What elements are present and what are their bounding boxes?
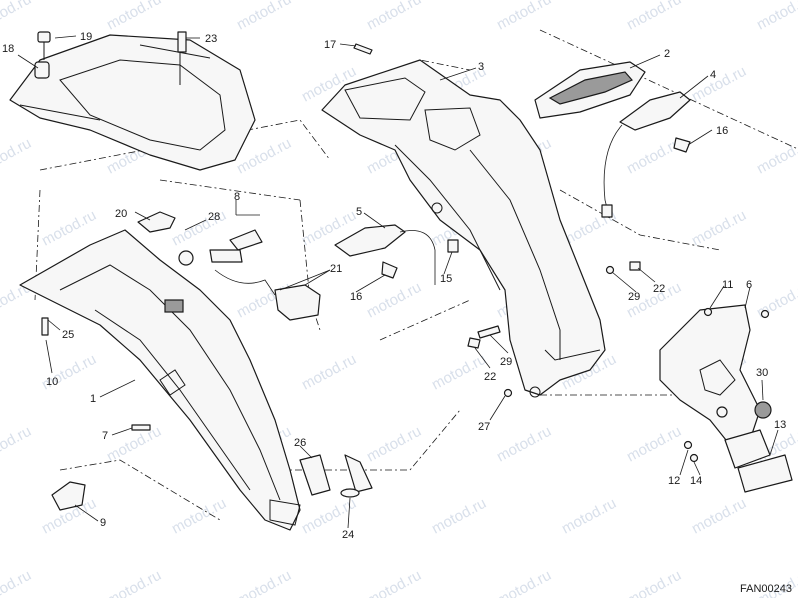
watermark-text: motod.ru [299, 351, 359, 394]
clips-26 [299, 454, 373, 498]
watermark-text: motod.ru [364, 567, 424, 598]
callout-23: 23 [205, 33, 217, 45]
watermark-text: motod.ru [169, 495, 229, 538]
watermark-text: motod.ru [429, 351, 489, 394]
watermark-text: motod.ru [624, 423, 684, 466]
callout-12: 12 [668, 475, 680, 487]
callout-29-center: 29 [500, 356, 512, 368]
callout-2: 2 [664, 48, 670, 60]
callout-19: 19 [80, 31, 92, 43]
drawing-code: FAN00243 [740, 583, 792, 595]
watermark-text: motod.ru [494, 567, 554, 598]
callout-11: 11 [722, 279, 733, 291]
watermark-text: motod.ru [364, 279, 424, 322]
callout-17: 17 [324, 39, 336, 51]
watermark-text: motod.ru [624, 567, 684, 598]
watermark-text: motod.ru [429, 495, 489, 538]
bracket-20 [137, 211, 176, 233]
watermark-text: motod.ru [234, 567, 294, 598]
rear-frame [321, 59, 606, 398]
callout-25: 25 [62, 329, 74, 341]
watermark-text: motod.ru [754, 0, 798, 34]
watermark-text: motod.ru [0, 423, 34, 466]
callout-15: 15 [440, 273, 452, 285]
callout-20: 20 [115, 208, 127, 220]
callout-26: 26 [294, 437, 306, 449]
watermark-text: motod.ru [0, 135, 34, 178]
watermark-text: motod.ru [494, 423, 554, 466]
watermark-text: motod.ru [754, 135, 798, 178]
callout-10: 10 [46, 376, 58, 388]
callout-8: 8 [234, 191, 240, 203]
callout-24: 24 [342, 529, 354, 541]
callout-28: 28 [208, 211, 220, 223]
callout-1: 1 [90, 393, 96, 405]
callout-13: 13 [774, 419, 786, 431]
callout-16-right: 16 [716, 125, 728, 137]
callout-4: 4 [710, 69, 716, 81]
watermark-text: motod.ru [234, 0, 294, 34]
callout-labels: 19 18 23 17 3 2 4 16 5 15 16 8 28 20 21 … [2, 31, 786, 541]
indicator-bulbs [381, 137, 691, 279]
watermark-text: motod.ru [104, 0, 164, 34]
watermark-text: motod.ru [364, 423, 424, 466]
cover-9 [51, 481, 86, 511]
callout-30: 30 [756, 367, 768, 379]
callout-27: 27 [478, 421, 490, 433]
watermark-text: motod.ru [689, 207, 749, 250]
callout-7: 7 [102, 430, 108, 442]
left-indicator [334, 224, 436, 285]
watermark-text: motod.ru [104, 567, 164, 598]
watermark-text: motod.ru [754, 279, 798, 322]
callout-6: 6 [746, 279, 752, 291]
callout-9: 9 [100, 517, 106, 529]
watermark-text: motod.ru [39, 207, 99, 250]
leader-lines [17, 35, 779, 529]
callout-16-left: 16 [350, 291, 362, 303]
callout-21: 21 [330, 263, 342, 275]
right-indicator [601, 91, 691, 218]
callout-22-right: 22 [653, 283, 665, 295]
callout-14: 14 [690, 475, 702, 487]
watermark-text: motod.ru [494, 0, 554, 34]
seat-lock-set [178, 229, 321, 321]
undertray [19, 229, 301, 531]
tail-light [534, 61, 646, 119]
watermark-text: motod.ru [0, 567, 34, 598]
watermark-text: motod.ru [0, 0, 34, 34]
callout-22-center: 22 [484, 371, 496, 383]
rear-carrier-tray [9, 31, 256, 171]
callout-29-right: 29 [628, 291, 640, 303]
watermark-text: motod.ru [624, 0, 684, 34]
callout-18: 18 [2, 43, 14, 55]
watermark-text: motod.ru [559, 495, 619, 538]
callout-5: 5 [356, 206, 362, 218]
license-plate-bracket [659, 304, 793, 493]
watermark-text: motod.ru [364, 0, 424, 34]
callout-3: 3 [478, 61, 484, 73]
watermark-text: motod.ru [689, 495, 749, 538]
